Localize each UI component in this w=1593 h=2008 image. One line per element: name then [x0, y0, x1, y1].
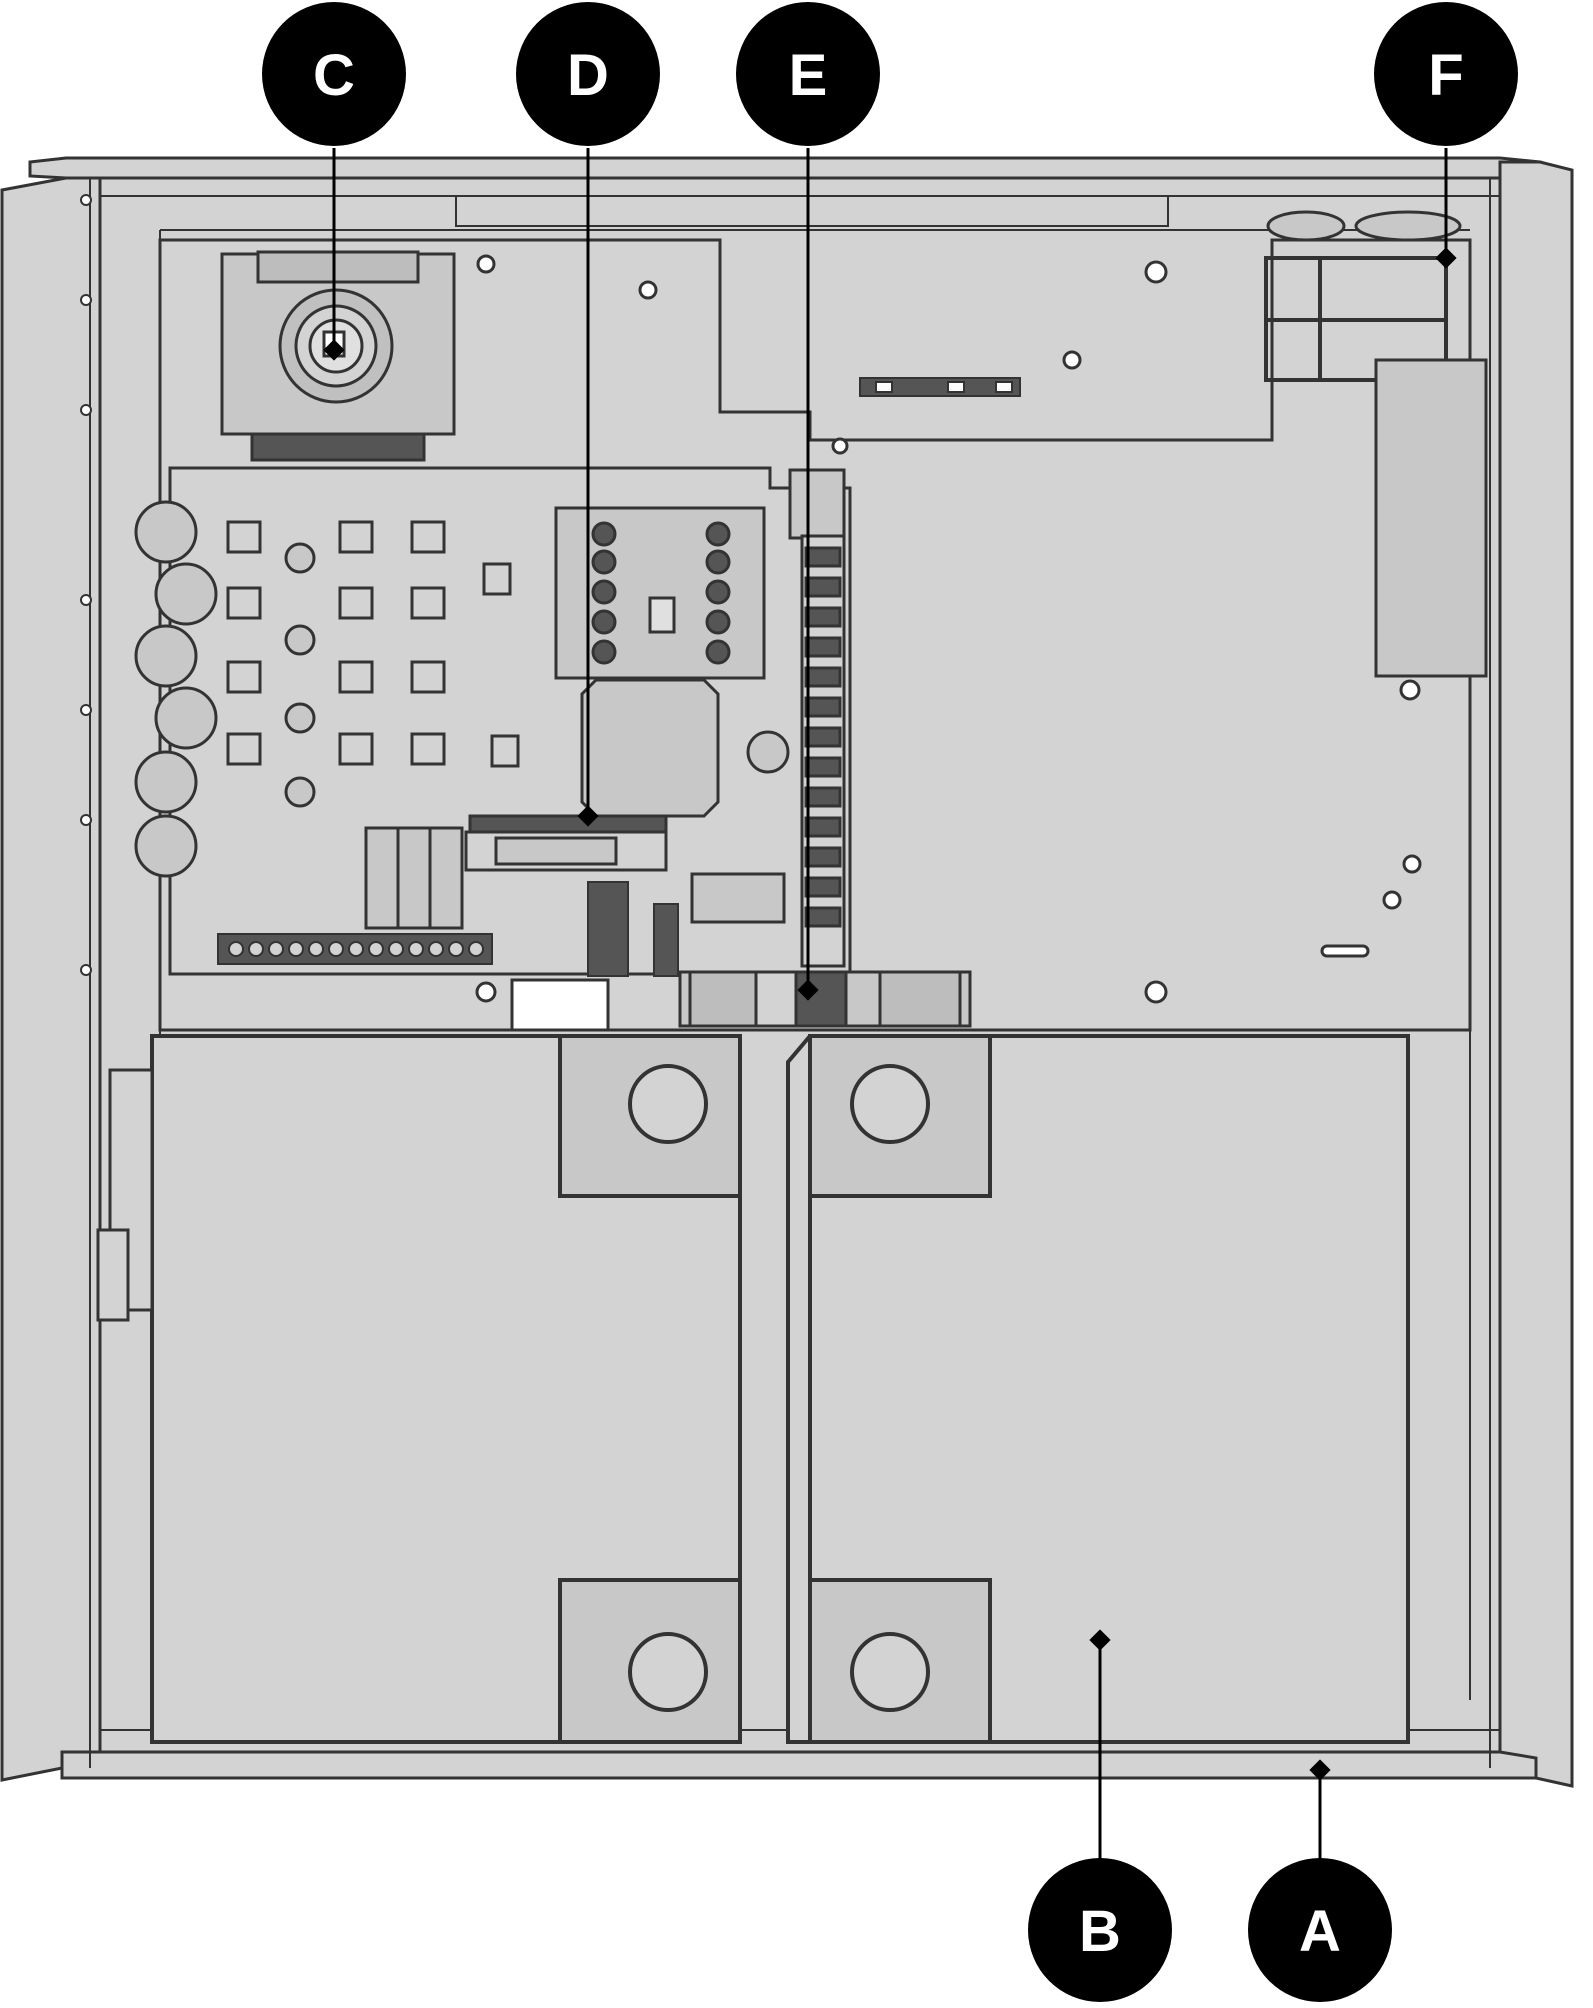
callout-d: D	[516, 2, 660, 146]
power-supply-module	[1374, 358, 1488, 678]
control-board	[134, 466, 852, 977]
callout-label-b: B	[1079, 1899, 1121, 1964]
callout-label-c: C	[313, 43, 355, 108]
callout-label-d: D	[567, 43, 609, 108]
callout-label-e: E	[789, 43, 828, 108]
display-connector	[464, 814, 668, 872]
terminal-strip-top	[859, 377, 1021, 397]
left-bracket	[96, 1068, 154, 1322]
terminal-row	[217, 933, 493, 965]
callout-f: F	[1374, 2, 1518, 146]
enclosure-bottom-lip	[60, 1750, 1538, 1780]
din-rail-terminals	[510, 970, 972, 1032]
top-vent-slot	[455, 195, 1169, 227]
enclosure-right-wall	[1498, 160, 1574, 1788]
callout-b: B	[1028, 1858, 1172, 2002]
relay-block	[554, 506, 766, 680]
callout-a: A	[1248, 1858, 1392, 2002]
battery-left	[150, 1034, 742, 1744]
ic-socket	[587, 881, 679, 977]
capacitors	[134, 500, 218, 878]
callout-e: E	[736, 2, 880, 146]
callout-label-f: F	[1428, 43, 1463, 108]
left-wall-holes	[80, 194, 92, 976]
relay-stack	[364, 826, 464, 930]
mounting-holes	[475, 254, 1422, 1004]
round-components	[284, 542, 316, 808]
battery-right	[786, 1034, 1410, 1744]
cable-glands	[1266, 210, 1462, 242]
chip-grid	[226, 520, 520, 768]
knob	[746, 730, 790, 774]
enclosure-top-lip	[28, 156, 1542, 180]
enclosure-left-wall	[0, 176, 102, 1782]
leader-lines	[323, 148, 1457, 1866]
large-chip	[580, 678, 720, 818]
slot-hole	[1320, 944, 1370, 958]
callout-label-a: A	[1299, 1899, 1341, 1964]
callouts: C D E F B A	[262, 2, 1518, 2002]
callout-c: C	[262, 2, 406, 146]
gland-bracket	[1264, 256, 1448, 382]
